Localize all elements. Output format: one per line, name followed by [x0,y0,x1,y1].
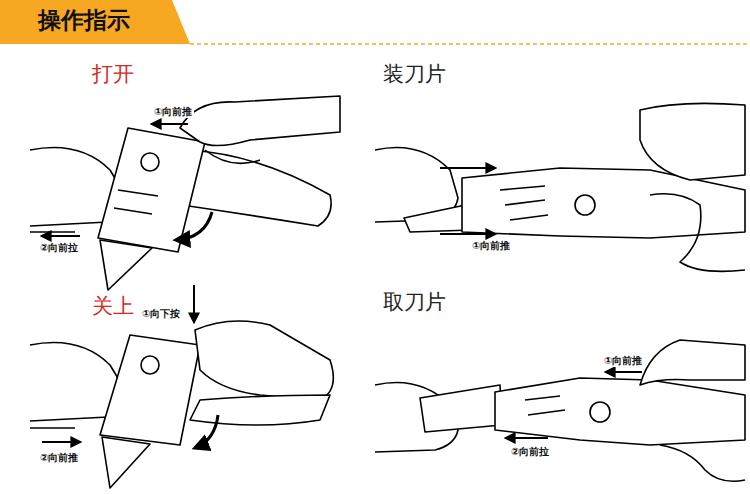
step-title: 打开 [92,62,134,86]
knife-handle [190,395,330,425]
push-arrow [440,167,495,169]
pivot [141,356,159,374]
blade [420,385,502,432]
remove-figure [375,340,745,481]
knife-body [495,378,745,445]
step-note: ①向前推 [152,106,194,118]
right-hand [640,340,745,385]
push-arrow [440,233,495,235]
finger-line [660,445,745,481]
step-note: ②向前推 [38,452,80,464]
finger-line [30,231,75,233]
header-tab [0,0,190,44]
step-title: 关上 [92,294,134,318]
step-note: ①向前推 [602,355,644,367]
curved-arrow [176,212,212,240]
finger-line [650,194,745,272]
push-arrow [606,371,642,373]
step-note: ①向前推 [470,240,512,252]
press-arrow [193,285,195,322]
slot [114,190,158,214]
curved-arrow [195,415,218,448]
step-title: 装刀片 [383,62,446,86]
pivot [575,195,595,215]
knife-handle [182,150,331,226]
pull-arrow [42,235,80,237]
right-hand [180,96,340,146]
install-figure [375,103,745,271]
knife-head [98,128,205,252]
slot [525,396,565,415]
knife-head [100,335,200,445]
close-figure [30,321,333,488]
open-figure [30,96,340,290]
push-arrow [152,123,188,125]
blade [100,240,152,290]
slot [500,186,548,220]
finger-line [30,427,75,429]
dashed-rule [190,43,750,45]
pull-arrow [506,437,548,439]
right-fist [195,321,333,400]
pivot [590,402,610,422]
step-title: 取刀片 [383,290,446,314]
push-arrow [42,441,80,443]
finger-line [205,150,260,163]
step-note: ①向下按 [140,308,182,320]
pivot [141,153,159,171]
blade [102,437,150,488]
step-note: ②向前拉 [38,242,80,254]
right-hand [640,103,745,180]
header-title: 操作指示 [38,7,130,33]
step-note: ②向前拉 [509,446,551,458]
